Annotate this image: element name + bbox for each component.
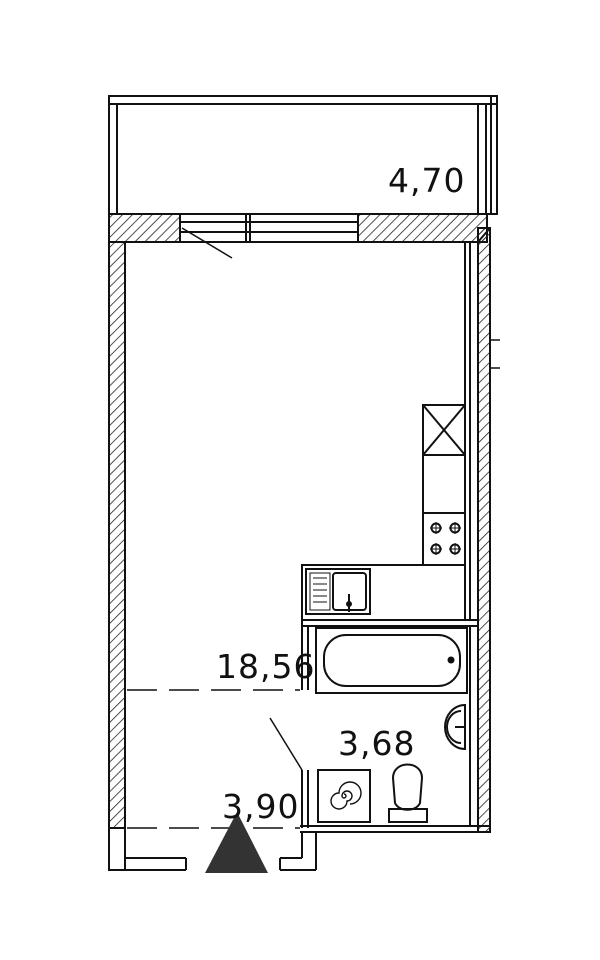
washing-machine-icon [317, 769, 371, 823]
balcony-door-swing [181, 227, 233, 259]
area-label-main-room: 18,56 [216, 647, 315, 686]
balcony-window [179, 213, 359, 243]
area-label-bathroom: 3,68 [338, 724, 415, 763]
left-wall [108, 241, 187, 871]
zone-boundaries [127, 689, 300, 829]
sink-icon [305, 568, 371, 615]
top-wall [108, 213, 488, 259]
entrance-arrow-icon [205, 812, 268, 873]
area-label-balcony: 4,70 [388, 161, 465, 200]
kitchen [301, 404, 466, 621]
area-label-hallway: 3,90 [222, 787, 299, 826]
bathroom [269, 619, 490, 833]
stove-icon [422, 512, 466, 566]
entrance [279, 832, 317, 871]
toilet-icon [388, 763, 428, 823]
bathroom-door-swing [269, 717, 303, 771]
washbasin-icon [444, 703, 466, 751]
bathtub-icon [315, 627, 468, 694]
